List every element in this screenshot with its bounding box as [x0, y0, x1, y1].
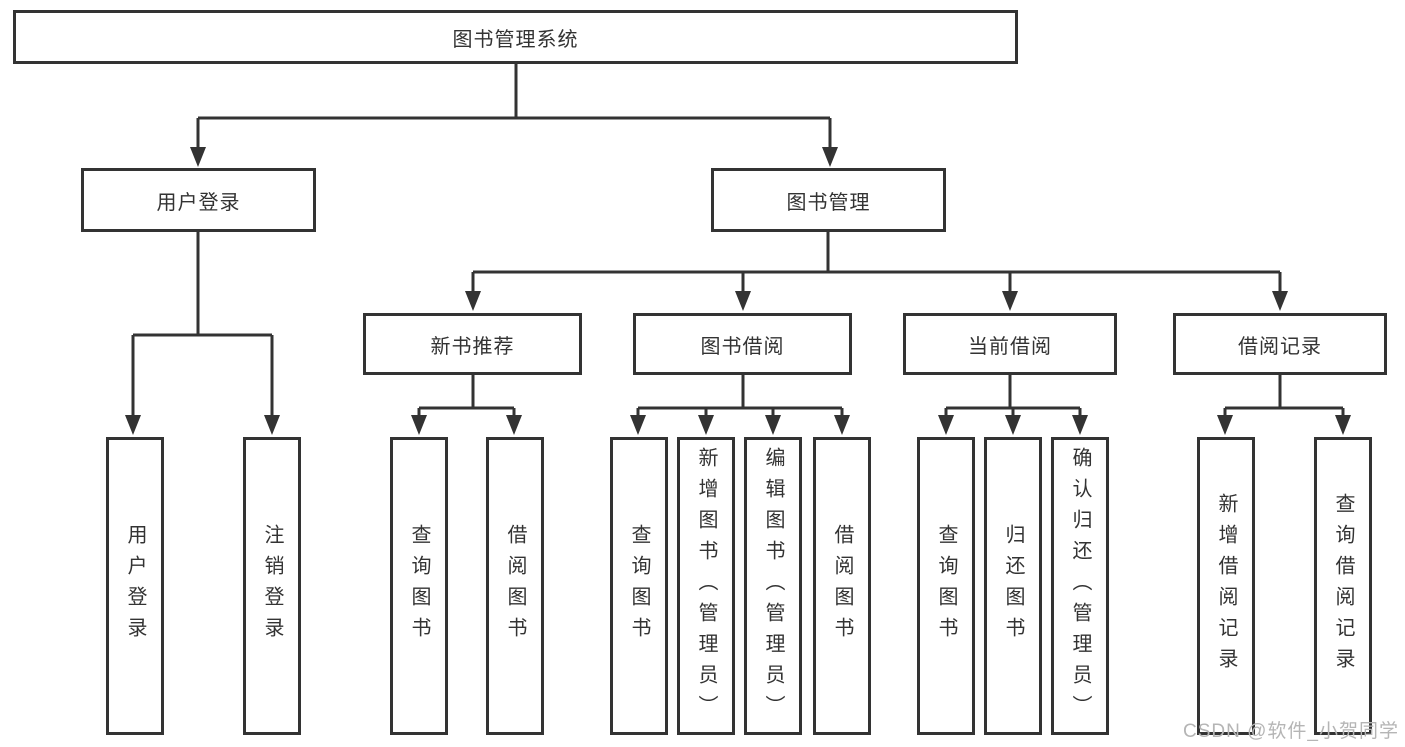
- leaf-query-books-2-label: 查询图书: [628, 524, 650, 648]
- node-book-management-label: 图书管理: [786, 191, 871, 214]
- arrowheads: [125, 147, 1351, 435]
- arrow-down-icon: [1217, 415, 1233, 435]
- watermark: CSDN @软件_小贺同学: [1183, 721, 1399, 742]
- leaf-add-books-admin: 新增图书（管理员）: [677, 437, 735, 735]
- node-root-label: 图书管理系统: [452, 28, 579, 51]
- leaf-borrow-books-2-label: 借阅图书: [831, 524, 853, 648]
- leaf-logout-label: 注销登录: [261, 524, 283, 648]
- arrow-down-icon: [1005, 415, 1021, 435]
- leaf-borrow-books-1: 借阅图书: [486, 437, 544, 735]
- leaf-query-books-3: 查询图书: [917, 437, 975, 735]
- leaf-borrow-books-1-label: 借阅图书: [504, 524, 526, 648]
- node-current-borrowing-label: 当前借阅: [968, 335, 1052, 358]
- leaf-user-login: 用户登录: [106, 437, 164, 735]
- leaf-edit-books-admin-label: 编辑图书（管理员）: [762, 446, 784, 726]
- node-new-book-recommend-label: 新书推荐: [430, 335, 515, 358]
- leaf-borrow-books-2: 借阅图书: [813, 437, 871, 735]
- arrow-down-icon: [765, 415, 781, 435]
- arrow-down-icon: [1272, 291, 1288, 311]
- arrow-down-icon: [698, 415, 714, 435]
- leaf-confirm-return-admin: 确认归还（管理员）: [1051, 437, 1109, 735]
- leaf-query-books-1: 查询图书: [390, 437, 448, 735]
- node-user-login-label: 用户登录: [156, 191, 241, 214]
- arrow-down-icon: [506, 415, 522, 435]
- arrow-down-icon: [190, 147, 206, 167]
- node-user-login: 用户登录: [81, 168, 316, 232]
- leaf-logout: 注销登录: [243, 437, 301, 735]
- arrow-down-icon: [834, 415, 850, 435]
- leaf-add-books-admin-label: 新增图书（管理员）: [695, 446, 717, 726]
- leaf-add-borrow-record: 新增借阅记录: [1197, 437, 1255, 735]
- node-new-book-recommend: 新书推荐: [363, 313, 582, 375]
- leaf-user-login-label: 用户登录: [124, 524, 146, 648]
- arrow-down-icon: [822, 147, 838, 167]
- arrow-down-icon: [411, 415, 427, 435]
- arrow-down-icon: [125, 415, 141, 435]
- node-borrowing-records-label: 借阅记录: [1238, 335, 1322, 358]
- leaf-query-books-1-label: 查询图书: [408, 524, 430, 648]
- arrow-down-icon: [630, 415, 646, 435]
- arrow-down-icon: [1072, 415, 1088, 435]
- leaf-query-borrow-record: 查询借阅记录: [1314, 437, 1372, 735]
- node-current-borrowing: 当前借阅: [903, 313, 1117, 375]
- connector-lines: [131, 64, 1345, 418]
- arrow-down-icon: [735, 291, 751, 311]
- node-root: 图书管理系统: [13, 10, 1018, 64]
- arrow-down-icon: [1002, 291, 1018, 311]
- arrow-down-icon: [264, 415, 280, 435]
- node-book-borrowing-label: 图书借阅: [700, 335, 785, 358]
- arrow-down-icon: [1335, 415, 1351, 435]
- leaf-query-books-3-label: 查询图书: [935, 524, 957, 648]
- node-book-management: 图书管理: [711, 168, 946, 232]
- leaf-query-books-2: 查询图书: [610, 437, 668, 735]
- leaf-confirm-return-admin-label: 确认归还（管理员）: [1069, 446, 1091, 726]
- arrow-down-icon: [465, 291, 481, 311]
- leaf-query-borrow-record-label: 查询借阅记录: [1332, 493, 1354, 679]
- leaf-return-books-label: 归还图书: [1002, 524, 1024, 648]
- node-borrowing-records: 借阅记录: [1173, 313, 1387, 375]
- leaf-return-books: 归还图书: [984, 437, 1042, 735]
- leaf-add-borrow-record-label: 新增借阅记录: [1215, 493, 1237, 679]
- leaf-edit-books-admin: 编辑图书（管理员）: [744, 437, 802, 735]
- node-book-borrowing: 图书借阅: [633, 313, 852, 375]
- arrow-down-icon: [938, 415, 954, 435]
